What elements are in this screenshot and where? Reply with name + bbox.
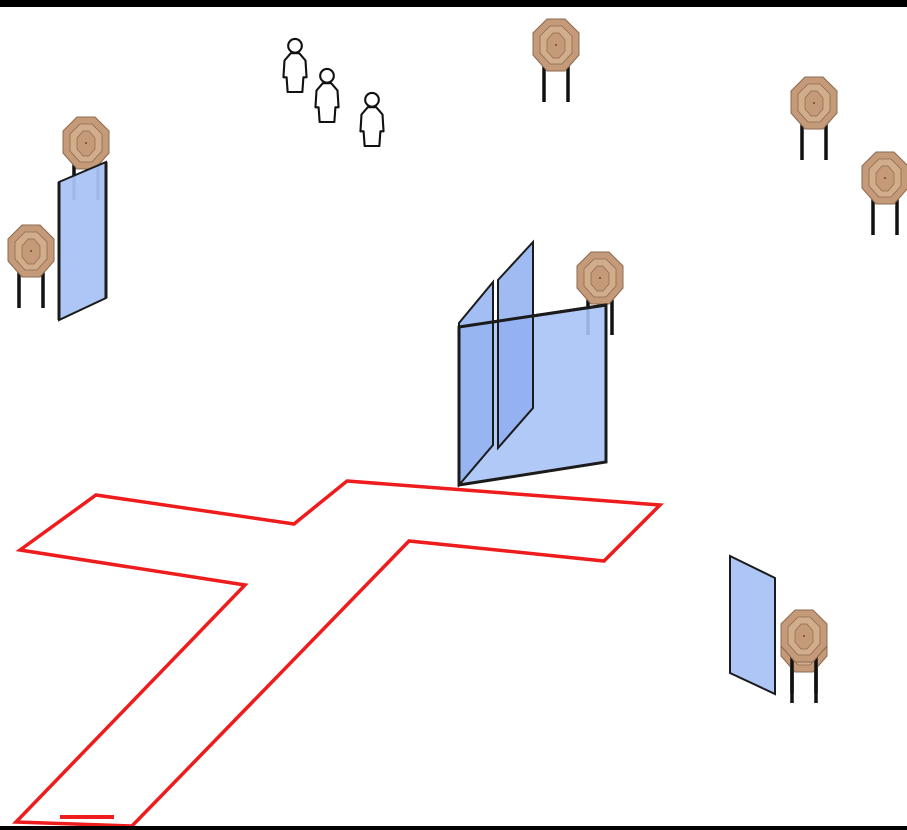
steel-target: [6, 223, 56, 310]
fault-line-area: [12, 479, 664, 828]
barricade-center-wing: [497, 239, 534, 451]
steel-target: [531, 17, 581, 104]
no-shoot-silhouette: [282, 37, 308, 94]
steel-target: [779, 608, 829, 695]
barricade-center: [457, 239, 608, 488]
no-shoot-silhouette: [359, 91, 385, 148]
top-border: [0, 0, 907, 7]
bottom-border: [0, 826, 907, 830]
barricade-right: [729, 554, 776, 696]
no-shoot-group: [282, 37, 385, 148]
steel-target: [789, 75, 839, 162]
barricade-left: [58, 160, 107, 322]
steel-target: [860, 150, 907, 237]
no-shoot-silhouette: [314, 67, 340, 124]
